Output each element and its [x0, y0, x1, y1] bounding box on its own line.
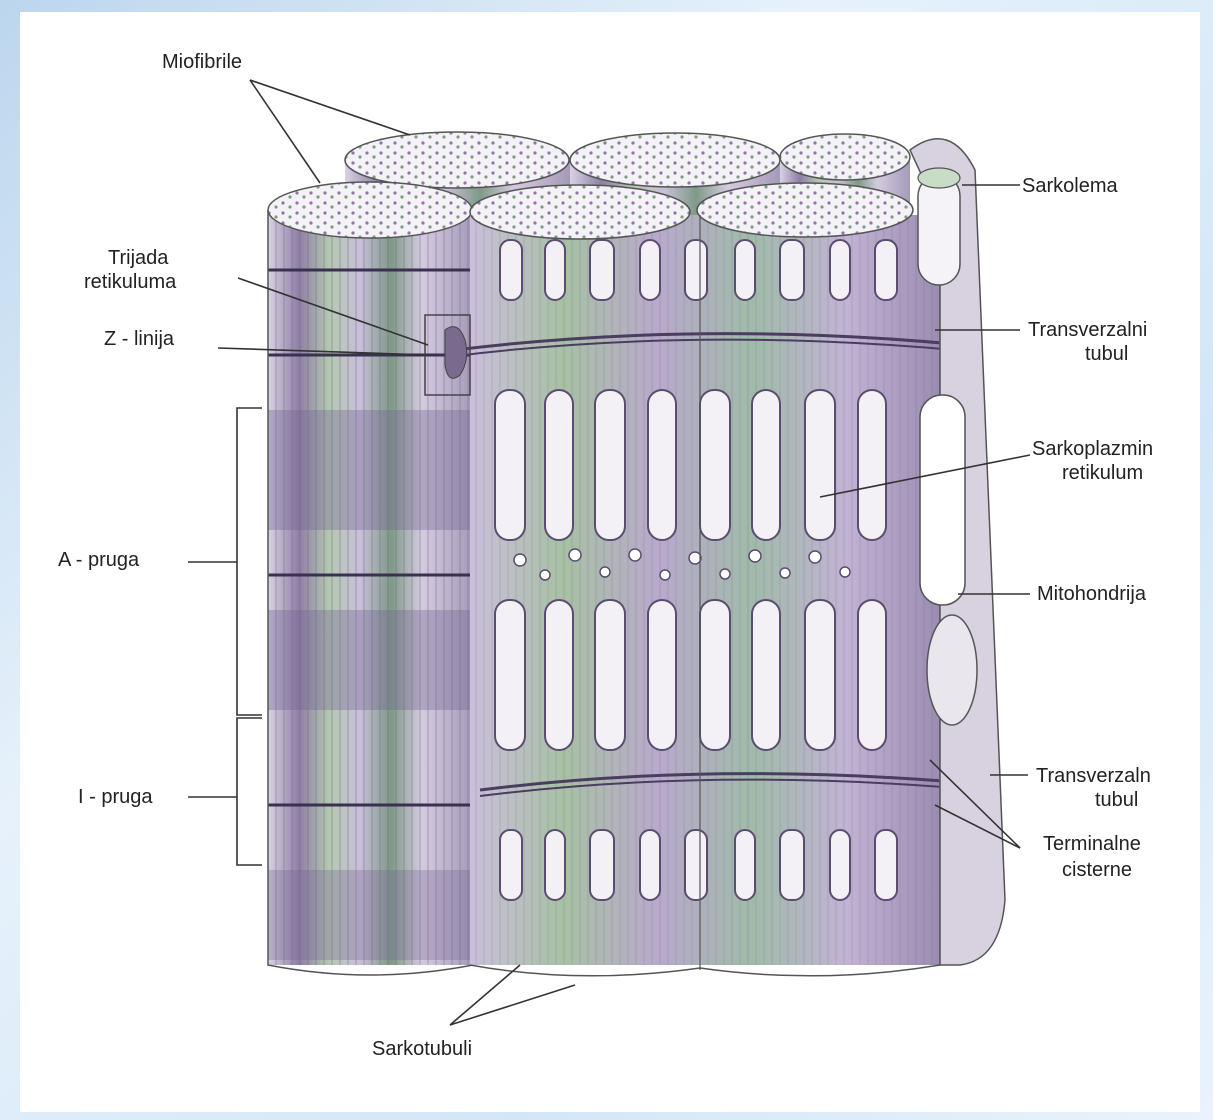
- label-sarkoplazmin-line2: retikulum: [1062, 462, 1143, 484]
- label-mitohondrija: Mitohondrija: [1037, 583, 1147, 605]
- label-z-linija: Z - linija: [104, 328, 175, 350]
- label-sarkolema: Sarkolema: [1022, 175, 1118, 197]
- label-transverzalni-1-line1: Transverzalni: [1028, 319, 1147, 341]
- main-fiber-block: [455, 183, 990, 976]
- left-myofibril: [268, 182, 473, 975]
- label-terminalne-line1: Terminalne: [1043, 833, 1141, 855]
- label-transverzalni-2-line2: tubul: [1095, 789, 1138, 811]
- label-transverzalni-1-line2: tubul: [1085, 343, 1128, 365]
- label-sarkoplazmin-line1: Sarkoplazmin: [1032, 438, 1153, 460]
- label-miofibrile: Miofibrile: [162, 51, 242, 73]
- label-a-pruga: A - pruga: [58, 549, 140, 571]
- label-i-pruga: I - pruga: [78, 786, 153, 808]
- label-sarkotubuli: Sarkotubuli: [372, 1038, 472, 1060]
- label-terminalne-line2: cisterne: [1062, 859, 1132, 881]
- label-trijada-line1: Trijada: [108, 247, 169, 269]
- label-trijada-line2: retikuluma: [84, 271, 177, 293]
- band-brackets: [237, 408, 262, 865]
- label-transverzalni-2-line1: Transverzaln: [1036, 765, 1151, 787]
